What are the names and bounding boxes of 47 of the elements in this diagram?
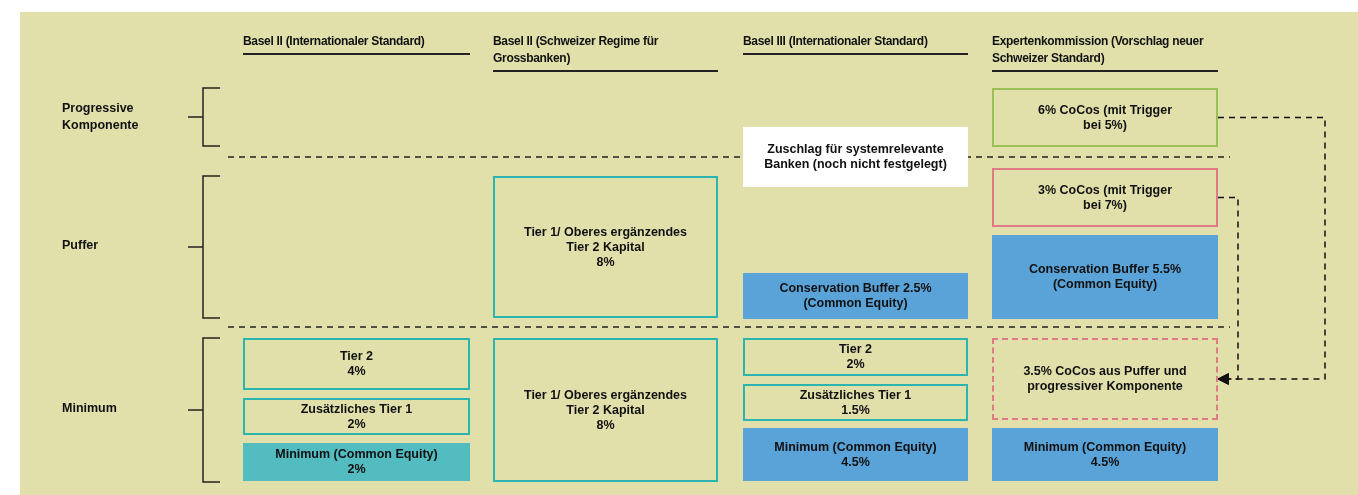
row-label: Puffer (62, 237, 100, 254)
box-label: Zuschlag für systemrelevante Banken (noch nicht festgelegt) (763, 142, 948, 172)
box-label: 3% CoCos (mit Trigger bei 7%) (1036, 182, 1173, 213)
capital-tier-box (743, 338, 968, 376)
box-label: Minimum (Common Equity) (1023, 439, 1187, 455)
percentage-value: 2% (846, 357, 865, 372)
common-equity-box (992, 428, 1218, 481)
box-label: Conservation Buffer 2.5% (Common Equity) (778, 281, 933, 311)
column-heading: Basel III (Internationaler Standard) (743, 33, 968, 55)
percentage-value: 4.5% (841, 454, 870, 470)
column-heading: Expertenkommission (Vorschlag neuer Schweizer Standard) (992, 33, 1218, 72)
percentage-value: 2% (347, 462, 366, 477)
capital-tier-box (493, 176, 718, 318)
box-label: Tier 1/ Oberes ergänzendes Tier 2 Kapital (522, 387, 688, 418)
box-label: 6% CoCos (mit Trigger bei 5%) (1036, 102, 1173, 133)
row-label: Minimum (62, 400, 118, 417)
cocos-box (992, 338, 1218, 420)
percentage-value: 2% (347, 416, 366, 432)
column-heading: Basel II (Schweizer Regime für Grossbanken) (493, 33, 718, 72)
box-label: Tier 1/ Oberes ergänzendes Tier 2 Kapital (522, 224, 688, 255)
capital-tier-box (243, 338, 470, 390)
row-label: Progressive Komponente (62, 100, 140, 134)
common-equity-box (743, 273, 968, 319)
box-label: Tier 2 (838, 342, 873, 357)
dashed-arrow (1216, 196, 1239, 385)
box-label: Tier 2 (339, 349, 374, 364)
column-heading: Basel II (Internationaler Standard) (243, 33, 470, 55)
cocos-box (992, 88, 1218, 147)
capital-tier-box (743, 384, 968, 421)
box-label: Conservation Buffer 5.5% (Common Equity) (1027, 262, 1183, 292)
common-equity-box (992, 235, 1218, 319)
box-label: Minimum (Common Equity) (275, 447, 438, 462)
box-label: Zusätzliches Tier 1 (300, 401, 413, 417)
percentage-value: 4.5% (1090, 454, 1120, 470)
capital-tier-box (493, 338, 718, 482)
box-label: Minimum (Common Equity) (774, 439, 937, 455)
surcharge-note-box (743, 127, 968, 187)
percentage-value: 8% (596, 254, 615, 270)
percentage-value: 4% (347, 364, 366, 379)
percentage-value: 8% (596, 417, 615, 433)
cocos-box (992, 168, 1218, 227)
capital-tier-box (243, 398, 470, 435)
percentage-value: 1.5% (841, 402, 870, 418)
common-equity-box (743, 428, 968, 481)
box-label: Zusätzliches Tier 1 (799, 387, 912, 403)
box-label: 3.5% CoCos aus Puffer und progressiver Komponente (1022, 364, 1188, 394)
common-equity-box (243, 443, 470, 481)
